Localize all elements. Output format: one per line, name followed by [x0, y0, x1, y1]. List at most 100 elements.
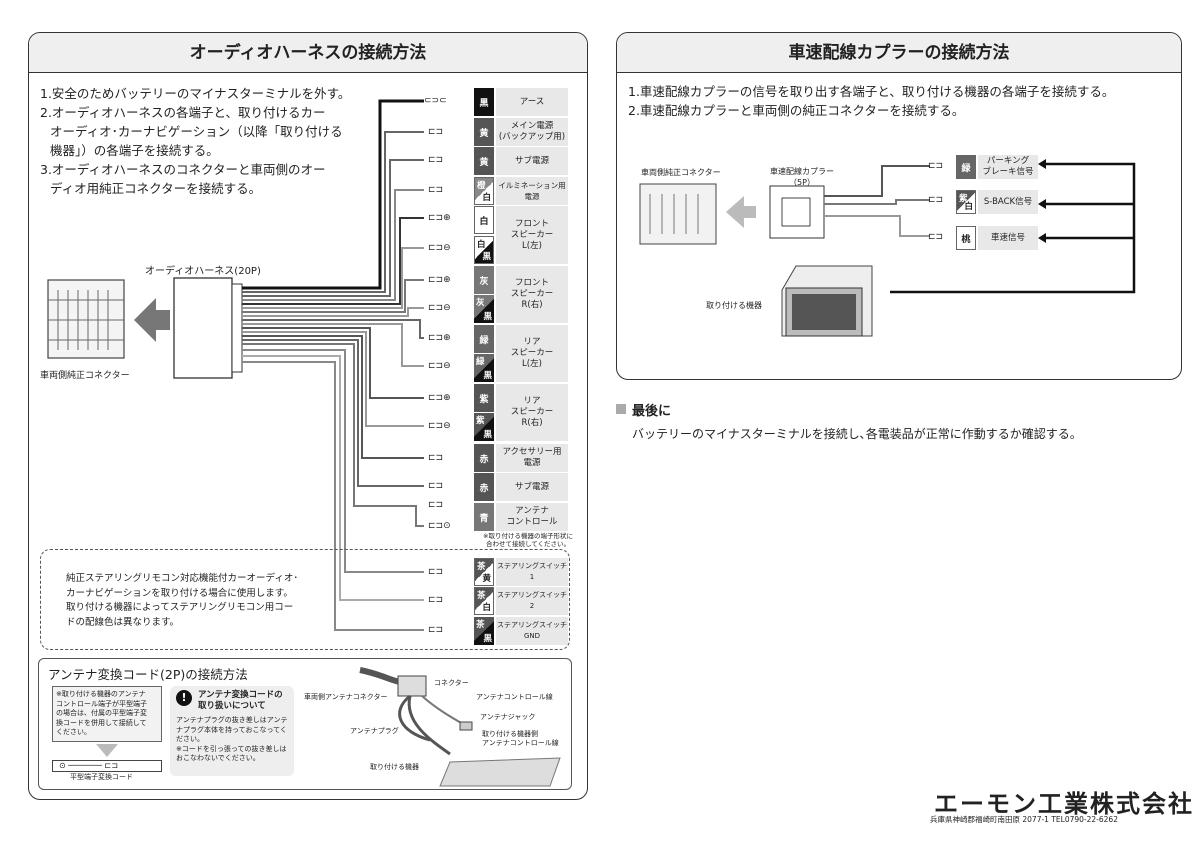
warning-text-line: おこなわないでください。	[176, 754, 260, 762]
connector-icon: ⊏⊐	[428, 127, 444, 137]
warning-text-line: ださい。	[176, 735, 204, 743]
earth-terminal-icon: ⊂⊃⊂	[424, 96, 447, 106]
connector-minus-icon: ⊏⊐⊖	[428, 421, 451, 431]
down-arrow-icon	[96, 744, 118, 757]
connector-icon: ⊏⊐	[428, 500, 444, 510]
harness-connector-illustration	[173, 277, 243, 379]
connector-minus-icon: ⊏⊐⊖	[428, 361, 451, 371]
connector-minus-icon: ⊏⊐⊖	[428, 243, 451, 253]
connector-icon: ⊏⊐	[428, 567, 444, 577]
wire-label: フロント スピーカー L(左)	[496, 206, 568, 264]
wire-color-swatch: 桃	[956, 226, 976, 250]
wire-color-swatch: 白黒	[474, 236, 494, 264]
antenna-note-line: ください。	[56, 728, 91, 736]
antenna-note-text: ※取り付ける機器のアンテナ コントロール端子が平型端子 の場合は、付属の平型端子…	[56, 690, 147, 738]
wire-color-swatch: 白	[474, 206, 494, 234]
wire-color-swatch: 橙白	[474, 177, 494, 205]
steering-note-line: カーナビゲーションを取り付ける場合に使用します。	[66, 587, 293, 599]
audio-step-3b: ディオ用純正コネクターを接続する。	[50, 181, 262, 196]
wire-label: イルミネーション用 電源	[496, 177, 568, 205]
wire-color-swatch: 緑	[956, 155, 976, 179]
connector-plus-icon: ⊏⊐⊕	[428, 393, 451, 403]
steering-note-line: 純正ステアリングリモコン対応機能付カーオーディオ･	[66, 573, 299, 584]
wire-label: ステアリングスイッチ GND	[496, 617, 568, 645]
final-heading: 最後に	[632, 404, 672, 419]
wire-color-swatch: 紫	[474, 384, 494, 412]
connector-icon: ⊏⊐	[428, 453, 444, 463]
speed-coupler-label: 車速配線カプラー （5P）	[770, 166, 834, 188]
wire-color-swatch: 青	[474, 503, 494, 531]
wire-color-swatch: 灰	[474, 266, 494, 294]
warning-title-line: アンテナ変換コードの	[198, 690, 283, 700]
wire-label: アクセサリー用 電源	[496, 444, 568, 472]
antenna-box	[38, 658, 572, 790]
antenna-plug-label: アンテナプラグ	[350, 727, 399, 735]
warning-text: アンテナプラグの抜き差しはアンテ ナプラグ本体を持っておこなってく ださい。 ※…	[176, 716, 287, 764]
steering-note-line: ドの配線色は異なります。	[66, 616, 180, 628]
wire-color-swatch: 黄	[474, 118, 494, 146]
audio-wiring-diagram	[47, 99, 424, 631]
wire-label: アンテナ コントロール	[496, 503, 568, 531]
audio-step-2b: オーディオ･カーナビゲーション（以降「取り付ける	[50, 124, 343, 139]
warning-text-line: ※コードを引っ張っての抜き差しは	[176, 744, 287, 753]
navigation-device	[781, 265, 873, 337]
audio-step-2a: 2.オーディオハーネスの各端子と、取り付けるカー	[40, 105, 326, 120]
connector-label: コネクター	[434, 679, 469, 687]
wire-color-swatch: 灰黒	[474, 295, 494, 323]
wire-color-swatch: 紫黒	[474, 413, 494, 441]
speed-step-1: 1.車速配線カプラーの信号を取り出す各端子と、取り付ける機器の各端子を接続する。	[628, 84, 1115, 99]
wire-color-swatch: 赤	[474, 444, 494, 472]
antenna-note-line: ※取り付ける機器のアンテナ	[56, 690, 146, 698]
harness-label: オーディオハーネス(20P)	[145, 266, 261, 277]
vehicle-antenna-label: 車両側アンテナコネクター	[304, 693, 388, 701]
antenna-note-line: の場合は、付属の平型端子変	[56, 709, 147, 717]
antenna-note-line: 換コードを併用して接続して	[56, 718, 147, 727]
wire-label: フロント スピーカー R(右)	[496, 266, 568, 323]
antenna-shape-note: ※取り付ける機器の端子形状に 合わせて接続してください。	[483, 532, 573, 548]
speed-vehicle-connector	[639, 183, 756, 245]
connector-plus-icon: ⊏⊐⊕	[428, 213, 451, 223]
vehicle-connector-illustration	[47, 279, 170, 359]
warning-title: アンテナ変換コードの 取り扱いについて	[198, 690, 283, 712]
speed-wire-label: S-BACK信号	[978, 190, 1038, 214]
antenna-control-label: アンテナコントロール線	[476, 693, 553, 701]
connector-icon: ⊏⊐	[428, 625, 444, 635]
wire-color-swatch: 黄	[474, 147, 494, 175]
wire-color-swatch: 紫白	[956, 190, 976, 214]
antenna-note-box	[52, 686, 162, 742]
wire-color-swatch: 赤	[474, 473, 494, 501]
final-heading-marker	[616, 404, 626, 414]
antenna-note-line: コントロール端子が平型端子	[56, 699, 147, 708]
audio-step-2c: 機器」）の各端子を接続する。	[50, 143, 219, 158]
connector-plus-icon: ⊏⊐⊕	[428, 275, 451, 285]
device-side-line: 取り付ける機器側	[482, 730, 538, 738]
antenna-terminal-icon: ⊏⊐⊙	[428, 521, 451, 531]
final-text: バッテリーのマイナスターミナルを接続し､各電装品が正常に作動するか確認する。	[632, 427, 1082, 441]
speed-step-2: 2.車速配線カプラーと車両側の純正コネクターを接続する。	[628, 103, 965, 118]
wire-color-swatch: 茶白	[474, 587, 494, 615]
wire-label: ステアリングスイッチ1	[496, 558, 568, 586]
connector-minus-icon: ⊏⊐⊖	[428, 303, 451, 313]
steering-note-line: 取り付ける機器によってステアリングリモコン用コー	[66, 602, 294, 613]
antenna-jack-label: アンテナジャック	[480, 713, 536, 721]
flat-cord-illustration: ⊙ ─────── ⊏⊐	[52, 760, 162, 772]
audio-step-3a: 3.オーディオハーネスのコネクターと車両側のオー	[40, 162, 326, 177]
audio-harness-panel: オーディオハーネスの接続方法	[28, 32, 588, 800]
connector-icon: ⊏⊐	[428, 155, 444, 165]
company-address: 兵庫県神崎郡福崎町南田原 2077-1 TEL0790-22-6262	[930, 815, 1118, 824]
device-side-label: 取り付ける機器側 アンテナコントロール線	[482, 730, 559, 748]
wire-label: サブ電源	[496, 147, 568, 175]
wire-color-swatch: 茶黄	[474, 558, 494, 586]
vehicle-connector-label: 車両側純正コネクター	[40, 371, 130, 381]
audio-harness-title: オーディオハーネスの接続方法	[29, 33, 587, 73]
coupler-label-line: 車速配線カプラー	[770, 167, 834, 176]
connector-icon: ⊏⊐	[428, 481, 444, 491]
wire-color-swatch: 緑黒	[474, 354, 494, 382]
wire-color-swatch: 緑	[474, 325, 494, 353]
audio-step-1: 1.安全のためバッテリーのマイナスターミナルを外す。	[40, 86, 351, 101]
warning-text-line: アンテナプラグの抜き差しはアンテ	[176, 716, 288, 724]
speed-wiring-diagram	[639, 159, 1136, 337]
warning-icon: !	[176, 690, 192, 706]
connector-icon: ⊏⊐	[928, 232, 944, 242]
connector-icon: ⊏⊐	[428, 595, 444, 605]
